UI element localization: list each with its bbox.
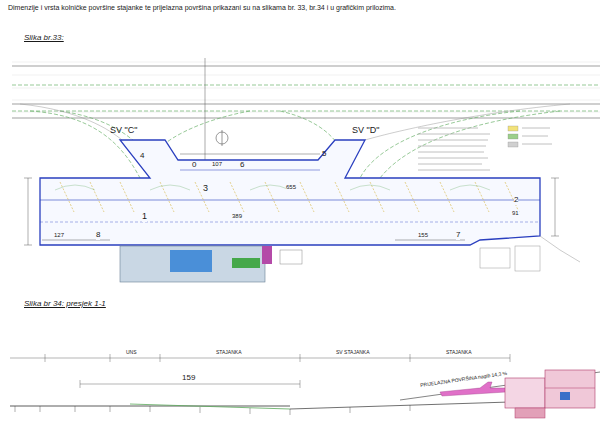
section-label: SV STAJANKA [336, 350, 370, 356]
callout-number: 8 [96, 231, 100, 240]
dimension: 127 [54, 232, 64, 239]
taxiway-name: SV "D" [352, 126, 379, 136]
callout-number: 1 [142, 212, 147, 222]
dimension: 389 [232, 213, 242, 220]
dimension: 107 [212, 161, 222, 168]
callout-number: 6 [240, 161, 244, 170]
callout-number: 5 [322, 150, 326, 159]
callout-number: 4 [140, 152, 144, 161]
dimension: 159 [182, 374, 195, 383]
callout-number: 3 [203, 184, 208, 194]
section-label: STAJANKA [446, 350, 471, 356]
callout-number: 2 [514, 196, 518, 205]
dimension: 91 [512, 210, 519, 217]
taxiway-name: SV "C" [110, 126, 137, 136]
slope-label: PRIJELAZNA POVRŠINA nagib 14,3 % [420, 371, 507, 389]
callout-number: 0 [192, 161, 196, 170]
heading-text: Dimenzije i vrsta kolničke površine staj… [8, 4, 606, 12]
figure-caption: Slika br.33: [24, 34, 64, 43]
dimension: 655 [286, 184, 296, 191]
section-label: UNS [126, 350, 137, 356]
callout-number: 7 [456, 231, 460, 240]
figure-caption: Slika br 34: presjek 1-1 [24, 300, 106, 309]
section-label: STAJANKA [216, 350, 241, 356]
dimension: 155 [418, 232, 428, 239]
